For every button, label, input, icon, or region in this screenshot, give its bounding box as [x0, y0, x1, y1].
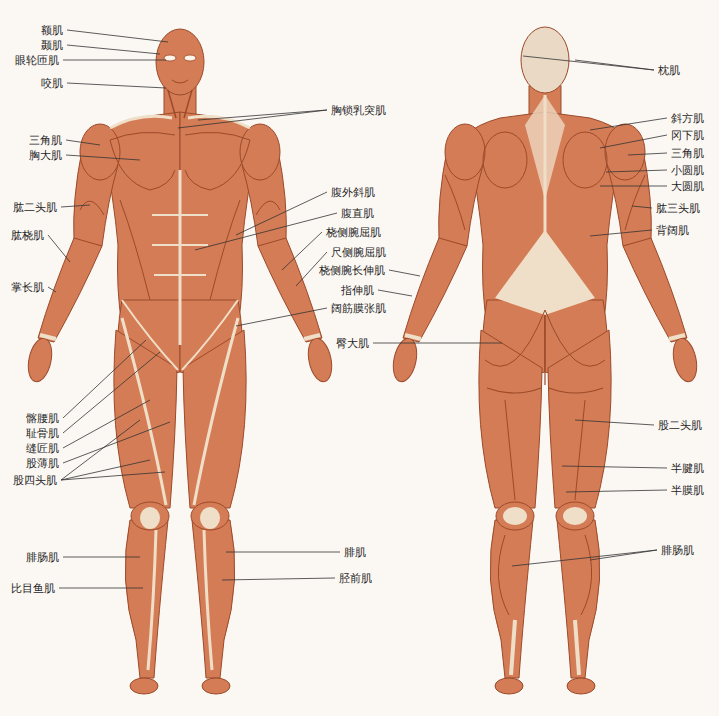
tendon — [152, 214, 208, 216]
leader-line — [195, 213, 337, 250]
muscle-label: 眼轮匝肌 — [14, 54, 60, 67]
muscle-label: 比目鱼肌 — [10, 582, 56, 595]
muscle-label: 肱三头肌 — [655, 202, 701, 215]
muscle-label: 枕肌 — [657, 64, 681, 77]
leader-line — [590, 118, 667, 130]
leader-line — [61, 460, 150, 480]
leader-line — [512, 550, 657, 566]
muscle-label: 三角肌 — [670, 147, 705, 160]
muscle-label: 咬肌 — [40, 77, 64, 90]
muscle-label: 半膜肌 — [670, 484, 705, 497]
spine — [544, 95, 547, 312]
leader-line — [198, 110, 327, 120]
muscle-label: 三角肌 — [28, 134, 63, 147]
head — [156, 29, 204, 95]
leader-line — [61, 472, 165, 480]
leader-line — [61, 205, 90, 207]
gluteal-cleft — [544, 315, 545, 385]
leader-line — [63, 340, 146, 418]
muscle-label: 掌长肌 — [10, 281, 45, 294]
leader-line — [575, 420, 654, 425]
muscle-label: 髂腰肌 — [25, 412, 60, 425]
back-figure — [390, 27, 701, 694]
leader-line — [236, 308, 327, 326]
leader-line — [63, 60, 166, 61]
muscle-label: 尺侧腕屈肌 — [330, 246, 387, 259]
body-half — [545, 112, 700, 694]
muscle-label: 腓肠肌 — [25, 551, 60, 564]
muscle-label: 胫前肌 — [338, 572, 373, 585]
leader-line — [236, 192, 327, 235]
muscle-label: 股四头肌 — [12, 474, 58, 487]
front-figure — [25, 29, 336, 694]
muscle-label: 颞肌 — [40, 39, 64, 52]
leader-line — [566, 490, 667, 492]
leader-line — [66, 140, 100, 145]
tendon — [152, 244, 208, 246]
leader-line — [63, 400, 150, 448]
muscle-label: 阔筋膜张肌 — [330, 302, 387, 315]
linea-alba — [179, 170, 182, 345]
muscle-label: 冈下肌 — [670, 129, 705, 142]
muscle-label: 腓肌 — [343, 546, 367, 559]
muscle-label: 指伸肌 — [340, 284, 375, 297]
leader-line — [373, 343, 502, 344]
leader-line — [63, 557, 140, 558]
muscle-label: 桡侧腕长伸肌 — [318, 264, 386, 277]
muscle-label: 腹外斜肌 — [330, 186, 376, 199]
muscle-label: 缝匠肌 — [25, 442, 60, 455]
muscle-detail — [182, 55, 320, 670]
leader-line — [226, 552, 340, 553]
muscle-label: 肱桡肌 — [10, 229, 45, 242]
muscle-label: 胸大肌 — [28, 149, 63, 162]
muscle-label: 肱二头肌 — [12, 201, 58, 214]
leader-line — [48, 235, 70, 262]
leader-line — [389, 270, 420, 276]
muscle-label: 胸锁乳突肌 — [330, 104, 387, 117]
muscle-label: 股薄肌 — [25, 457, 60, 470]
leader-line — [67, 45, 160, 54]
muscle-detail — [40, 55, 178, 670]
leader-line — [67, 30, 168, 42]
leader-line — [178, 110, 327, 128]
leader-line — [600, 135, 667, 148]
muscle-label: 额肌 — [40, 24, 64, 37]
muscle-label: 大圆肌 — [670, 180, 705, 193]
leader-line — [632, 206, 652, 208]
muscle-label: 腹直肌 — [340, 207, 375, 220]
leader-line — [48, 287, 56, 292]
muscle-label: 背阔肌 — [655, 224, 690, 237]
leader-line — [59, 588, 143, 589]
muscle-detail — [405, 132, 545, 675]
muscle-label: 桡侧腕屈肌 — [325, 226, 382, 239]
mouth — [172, 80, 188, 83]
body-half — [25, 112, 180, 694]
leader-line — [222, 578, 335, 580]
muscle-label: 臀大肌 — [335, 337, 370, 350]
muscle-label: 耻骨肌 — [25, 427, 60, 440]
muscle-label: 小圆肌 — [670, 164, 705, 177]
leader-line — [523, 56, 654, 70]
leader-line — [562, 466, 667, 468]
leader-line — [63, 422, 170, 463]
leader-line — [600, 186, 667, 187]
muscle-label: 股二头肌 — [657, 419, 703, 432]
muscle-label: 斜方肌 — [670, 112, 705, 125]
leader-line — [628, 153, 667, 155]
leader-line — [67, 83, 166, 88]
body-half — [180, 112, 335, 694]
leader-line — [66, 155, 140, 160]
leader-line — [590, 230, 652, 236]
tendon — [154, 274, 206, 276]
leader-line — [606, 170, 667, 172]
leader-line — [378, 290, 412, 296]
body-half — [390, 112, 545, 694]
muscle-label: 半腱肌 — [670, 462, 705, 475]
muscle-label: 腓肠肌 — [660, 544, 695, 557]
